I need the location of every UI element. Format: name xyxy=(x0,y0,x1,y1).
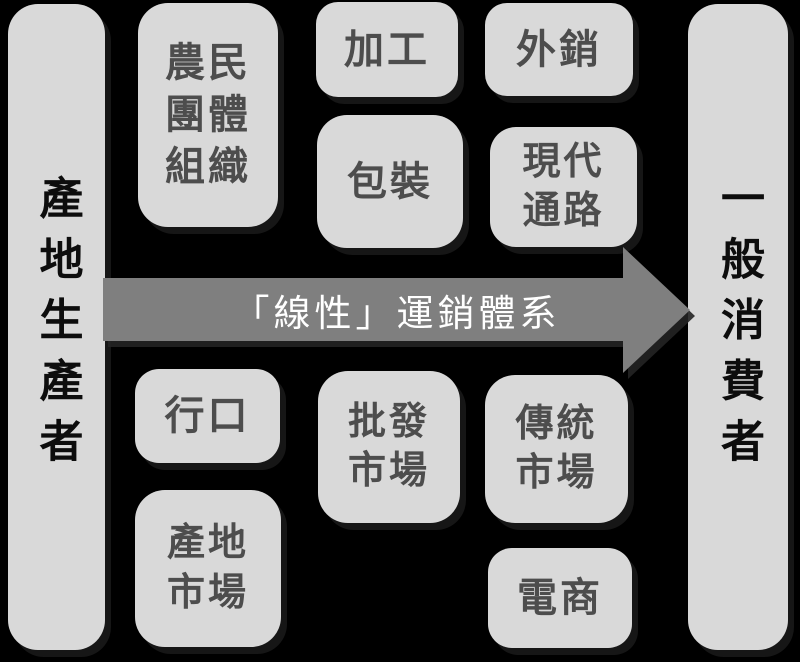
node-consumer-label: 一般消費者 xyxy=(714,175,763,479)
node-origin-market-label: 產地 市場 xyxy=(166,522,249,614)
node-wholesale-market-label: 批發 市場 xyxy=(347,400,430,492)
node-traditional-market-label: 傳統 市場 xyxy=(515,402,598,494)
node-traditional-market: 傳統 市場 xyxy=(485,375,628,523)
node-producer: 產地生產者 xyxy=(8,4,105,650)
node-processing: 加工 xyxy=(316,2,458,97)
node-consumer: 一般消費者 xyxy=(688,4,788,650)
node-farmer-group: 農民 團體 組織 xyxy=(138,3,278,227)
node-hangkou-label: 行口 xyxy=(164,394,251,438)
node-export: 外銷 xyxy=(485,3,633,96)
node-farmer-group-label: 農民 團體 組織 xyxy=(165,41,251,189)
arrow-label: 「線性」運銷體系 xyxy=(232,293,561,334)
node-producer-label: 產地生產者 xyxy=(32,175,82,479)
node-origin-market: 產地 市場 xyxy=(135,490,281,647)
node-export-label: 外銷 xyxy=(516,27,602,72)
node-modern-channel: 現代 通路 xyxy=(490,127,637,247)
node-packaging: 包裝 xyxy=(317,115,463,248)
node-ecommerce-label: 電商 xyxy=(517,576,603,620)
node-packaging-label: 包裝 xyxy=(347,159,433,204)
node-hangkou: 行口 xyxy=(135,369,280,463)
node-modern-channel-label: 現代 通路 xyxy=(522,140,605,232)
node-wholesale-market: 批發 市場 xyxy=(318,371,460,523)
node-ecommerce: 電商 xyxy=(488,548,632,648)
node-processing-label: 加工 xyxy=(344,27,430,72)
